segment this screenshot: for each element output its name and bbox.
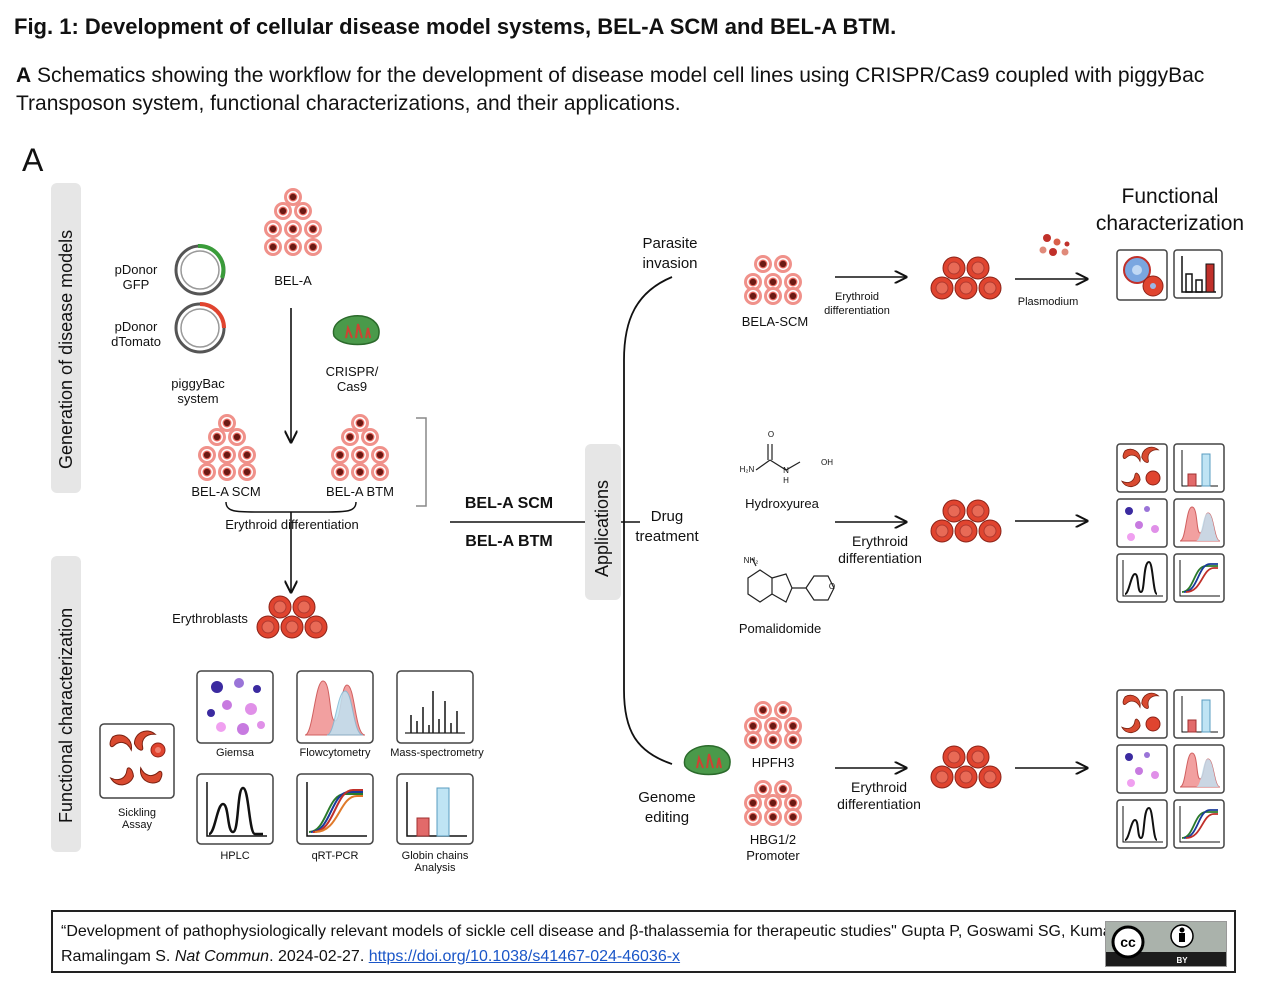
hu-n-label: N (783, 466, 789, 475)
doi-link[interactable]: https://doi.org/10.1038/s41467-024-46036… (368, 948, 681, 965)
pomalidomide-label: Pomalidomide (738, 621, 822, 636)
citation-date: . 2024-02-27. (269, 948, 369, 965)
rbc-cluster-parasite-icon (930, 256, 1002, 300)
mass-spectrometry-label: Mass-spectrometry (390, 747, 484, 759)
caption-text: Schematics showing the workflow for the … (16, 64, 1205, 115)
genome-flow-thumb (1173, 744, 1225, 794)
tab-generation-bg (51, 183, 81, 493)
tab-functional-bg (51, 556, 81, 852)
drug-bar-thumb (1173, 443, 1225, 493)
hu-oh-label: OH (821, 458, 833, 467)
erythroblasts-label: Erythroblasts (172, 611, 248, 626)
hu-o-label: O (767, 430, 775, 439)
giemsa-label: Giemsa (216, 747, 254, 759)
caption-letter: A (16, 64, 32, 87)
rbc-cluster-genome-icon (930, 745, 1002, 789)
plasmid-dtomato-icon (174, 302, 226, 354)
bel-a-btm-model-label: BEL-A BTM (465, 533, 553, 550)
hpfh3-label: HPFH3 (751, 755, 795, 770)
bel-a-cell-cluster-icon (263, 187, 323, 257)
hydroxyurea-structure-icon (755, 444, 801, 471)
cc-by-badge[interactable]: cc BY (1105, 921, 1227, 967)
hbg-cluster-icon (743, 779, 803, 827)
hpfh3-cluster-icon (743, 700, 803, 750)
erythroid-differentiation-label: Erythroid differentiation (225, 517, 359, 532)
figure-caption: A Schematics showing the workflow for th… (16, 62, 1246, 118)
drug-sickling-thumb (1116, 442, 1168, 493)
right-bracket (416, 417, 427, 507)
applications-bracket (623, 276, 673, 765)
citation-journal: Nat Commun (174, 948, 270, 965)
flowcytometry-label: Flowcytometry (299, 747, 371, 759)
plasmid-gfp-icon (174, 243, 226, 296)
genome-qpcr-thumb (1173, 799, 1225, 849)
qrtpcr-thumbnail (296, 773, 374, 845)
hplc-label: HPLC (220, 850, 250, 862)
hu-h2n-label: H₂N (739, 465, 755, 474)
bel-a-scm-cell-cluster-icon (197, 413, 257, 482)
rbc-cluster-drug-icon (930, 499, 1002, 543)
flowcytometry-thumbnail (296, 670, 374, 744)
pom-o-label: O (828, 582, 836, 591)
plasmodium-icon (1039, 234, 1070, 256)
figure-title: Fig. 1: Development of cellular disease … (14, 14, 897, 39)
lower-brace (225, 501, 357, 513)
genome-editing-cas9-icon (683, 744, 732, 776)
drug-results-grid (1116, 442, 1225, 603)
erythroblast-cluster-icon (256, 595, 328, 639)
bel-a-label: BEL-A (274, 273, 312, 288)
bel-a-scm-label: BEL-A SCM (191, 484, 261, 499)
genome-results-grid (1116, 688, 1225, 849)
sickling-assay-thumbnail (99, 723, 175, 799)
citation-text: “Development of pathophysiologically rel… (61, 923, 1225, 965)
crispr-label: CRISPR/Cas9 (325, 364, 379, 394)
qrtpcr-label: qRT-PCR (311, 850, 359, 862)
bela-scm-cluster-icon (743, 254, 803, 306)
drug-giemsa-thumb (1116, 498, 1168, 548)
plasmodium-label: Plasmodium (1017, 296, 1079, 308)
genome-bar-thumb (1173, 689, 1225, 739)
by-text: BY (1176, 956, 1188, 965)
drug-flow-thumb (1173, 498, 1225, 548)
pom-nh2-label: NH₂ (743, 556, 759, 565)
genome-sickling-thumb (1116, 688, 1168, 739)
cc-text: cc (1120, 934, 1136, 950)
parasite-bar-thumbnail (1173, 249, 1223, 299)
bel-a-btm-cell-cluster-icon (330, 413, 390, 482)
drug-qpcr-thumb (1173, 553, 1225, 603)
globin-chains-thumbnail (396, 773, 474, 845)
bel-a-scm-model-label: BEL-A SCM (464, 495, 554, 512)
bel-a-btm-label: BEL-A BTM (326, 484, 394, 499)
panel-letter: A (22, 142, 44, 178)
citation-box: “Development of pathophysiologically rel… (51, 910, 1236, 973)
mass-spec-thumbnail (396, 670, 474, 744)
giemsa-thumbnail (196, 670, 274, 744)
infected-rbc-thumbnail (1116, 249, 1168, 301)
bela-scm-label: BELA-SCM (741, 314, 809, 329)
crispr-cas9-icon (332, 314, 381, 346)
cc-by-icon: cc BY (1106, 922, 1226, 965)
hydroxyurea-label: Hydroxyurea (745, 496, 819, 511)
tab-applications-bg (585, 444, 621, 600)
genome-giemsa-thumb (1116, 744, 1168, 794)
drug-hplc-thumb (1116, 553, 1168, 603)
pomalidomide-structure-icon (747, 557, 835, 603)
hu-h-label: H (783, 476, 789, 485)
hplc-thumbnail (196, 773, 274, 845)
genome-hplc-thumb (1116, 799, 1168, 849)
